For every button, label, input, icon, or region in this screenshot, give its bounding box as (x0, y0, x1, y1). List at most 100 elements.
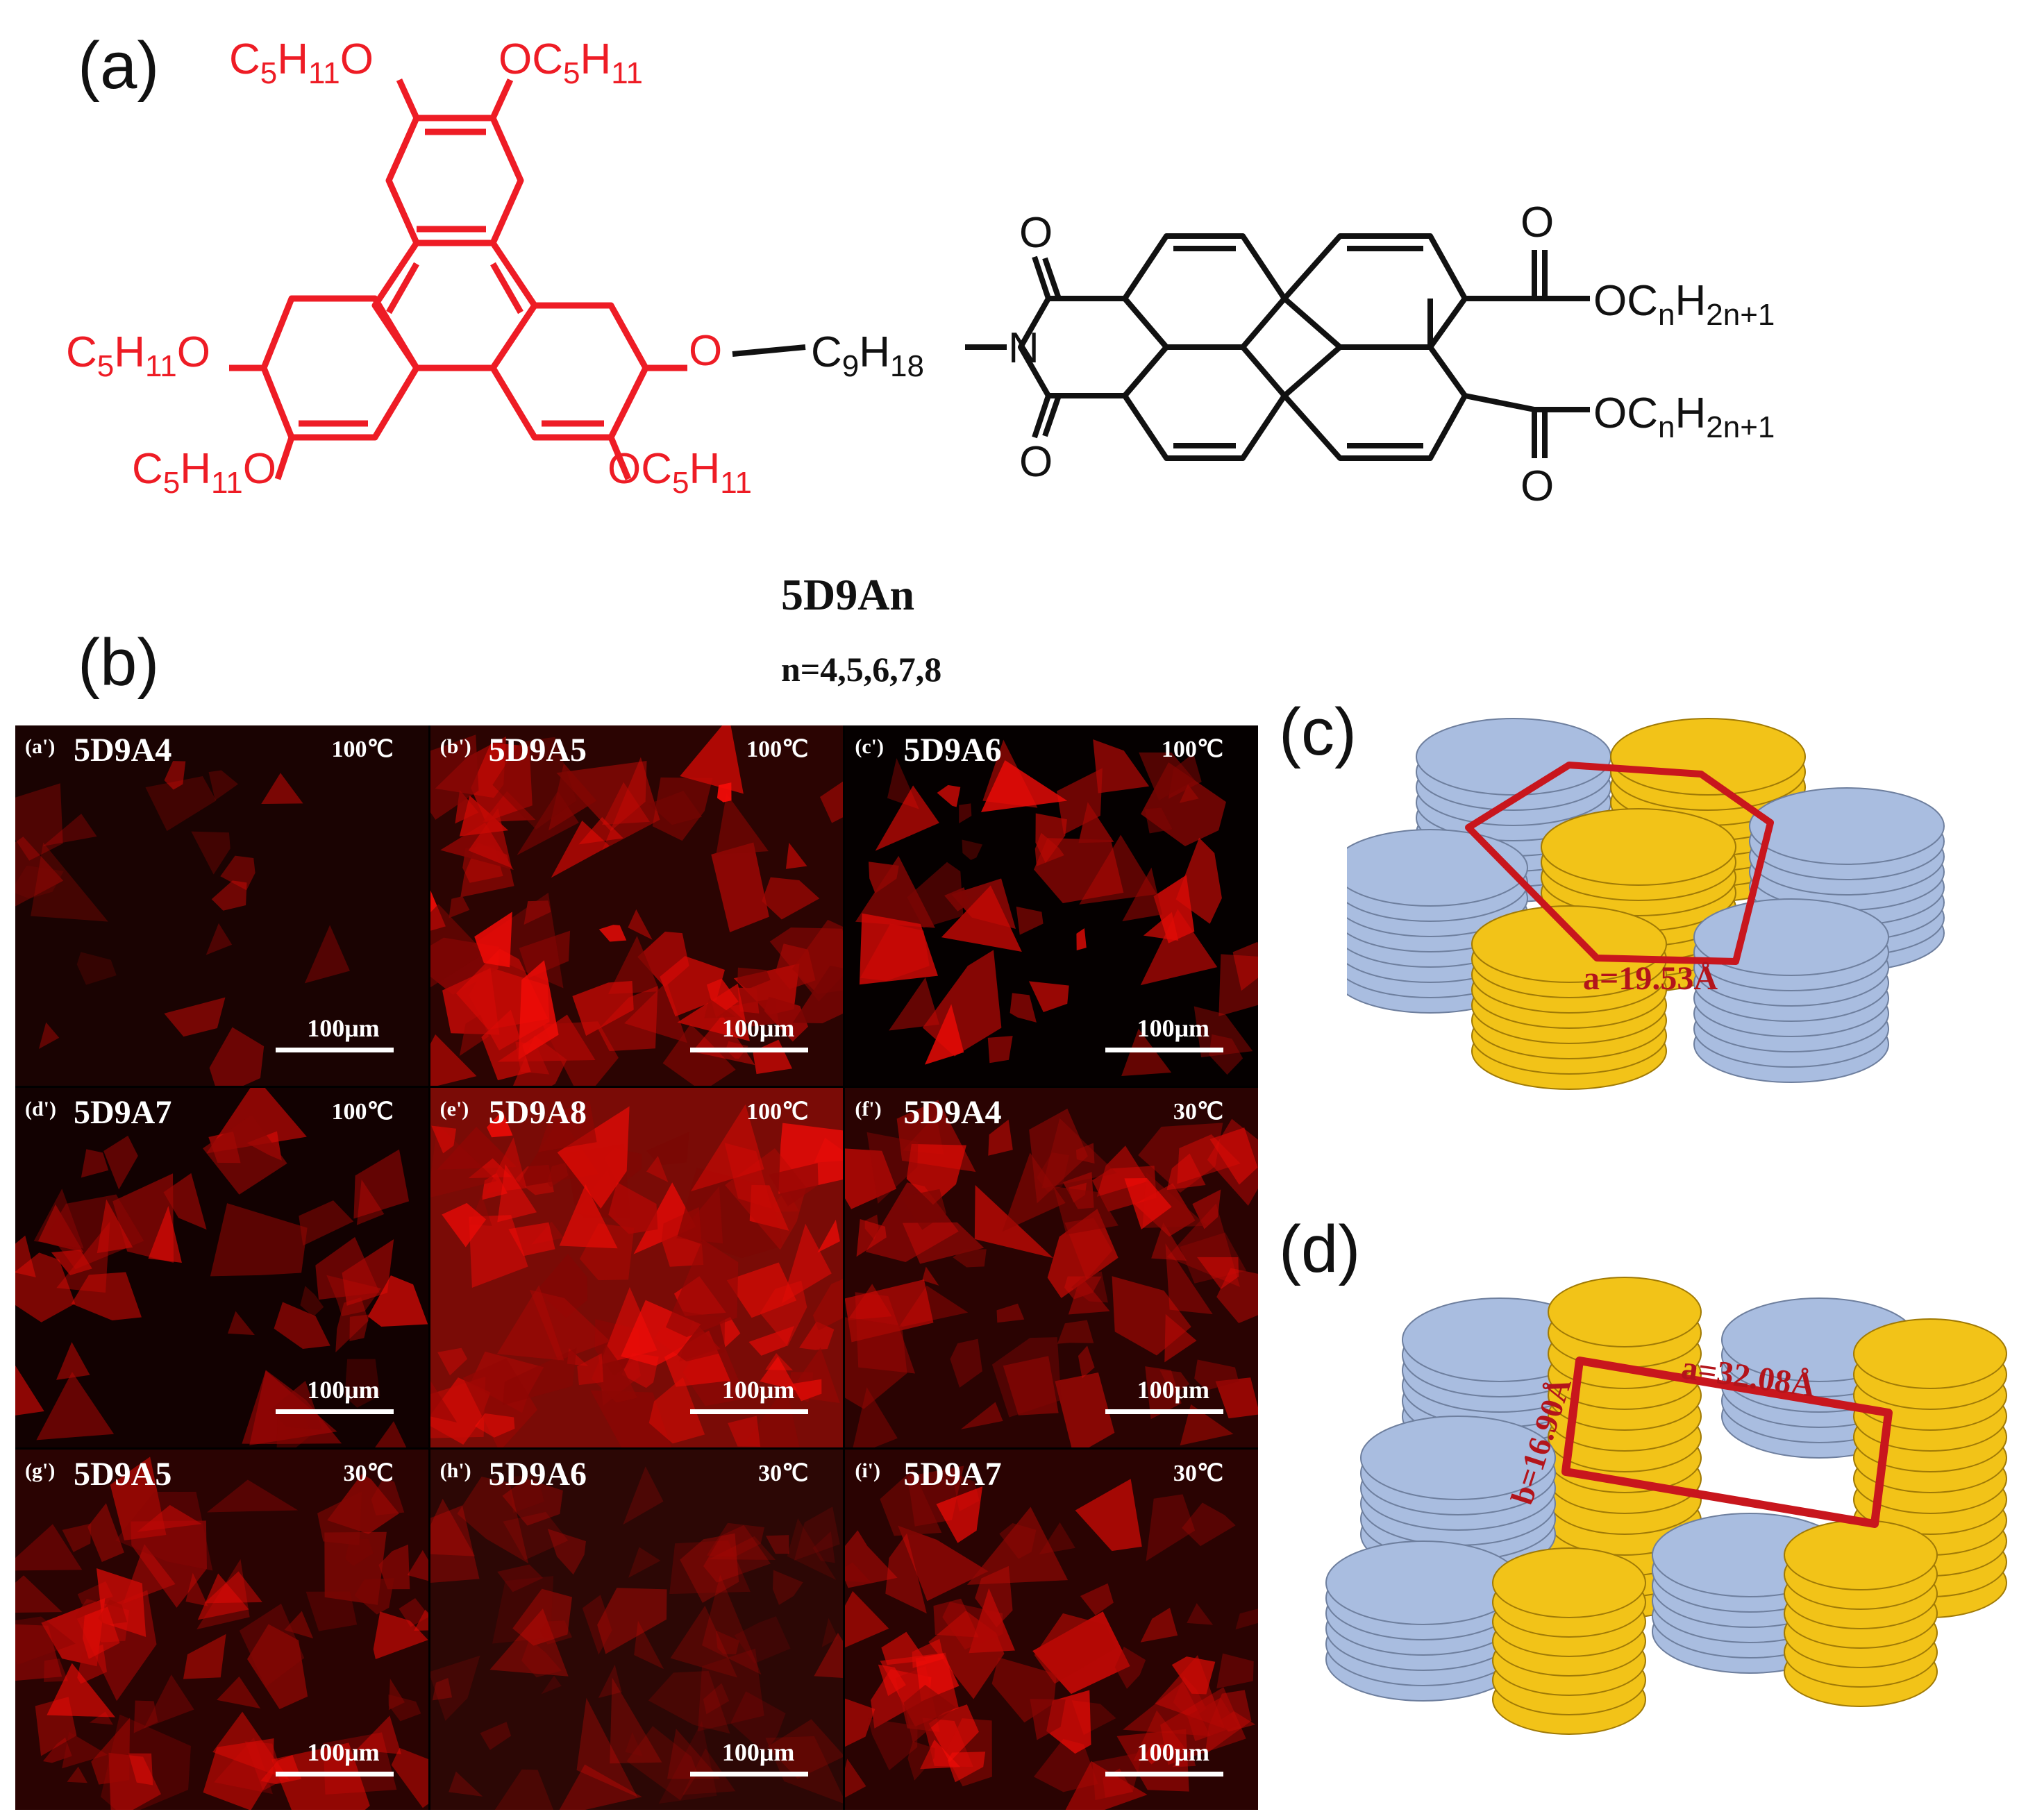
hexagonal-lattice-outline (1465, 762, 1774, 965)
micrograph-temperature: 100℃ (1161, 737, 1223, 762)
molecular-disk (1749, 787, 1945, 865)
micrograph-tile: (g') 5D9A5 30℃ 100μm (15, 1450, 428, 1810)
scale-bar-label: 100μm (1137, 1376, 1209, 1404)
molecular-disk (1416, 718, 1611, 796)
micrograph-sample-name: 5D9A6 (903, 732, 1002, 769)
micrograph-sample-name: 5D9A4 (903, 1093, 1002, 1131)
molecular-disk (1784, 1520, 1938, 1590)
micrograph-sample-name: 5D9A6 (488, 1456, 587, 1493)
imide-oxygen-top: O (1019, 209, 1053, 257)
panel-label-c: (c) (1279, 695, 1357, 769)
scale-bar (275, 1772, 394, 1777)
micrograph-sample-name: 5D9A8 (488, 1093, 587, 1131)
molecular-disk (1610, 718, 1806, 796)
spacer-label: C9H18 (811, 328, 924, 383)
molecular-disk (1471, 905, 1667, 983)
molecular-disk (1853, 1318, 2007, 1389)
compound-n-values: n=4,5,6,7,8 (781, 650, 942, 689)
micrograph-index: (c') (855, 735, 884, 758)
scale-bar-label: 100μm (1137, 1738, 1209, 1766)
substituent-mid-left: C5H11O (66, 328, 210, 383)
micrograph-texture (15, 1087, 428, 1448)
micrograph-texture (430, 1466, 844, 1810)
molecular-disk (1360, 1416, 1556, 1500)
molecular-disk (1492, 1547, 1646, 1618)
panel-label-b: (b) (78, 625, 160, 700)
molecular-disk (1693, 898, 1889, 976)
structure-diagram (229, 78, 1590, 480)
scale-bar-label: 100μm (307, 1014, 380, 1042)
triphenylene-core (229, 78, 687, 480)
ester-bottom-label: OCnH2n+1 (1593, 389, 1775, 444)
micrograph-sample-name: 5D9A5 (488, 732, 587, 769)
scale-bar (275, 1409, 394, 1415)
ester-oxygen-bottom: O (1521, 462, 1555, 510)
scale-bar-label: 100μm (721, 1738, 795, 1766)
substituent-top-right: OC5H11 (499, 35, 643, 90)
scale-bar-label: 100μm (721, 1014, 795, 1042)
panel-label-d: (d) (1279, 1212, 1361, 1286)
micrograph-texture (430, 725, 844, 1086)
micrograph-tile: (b') 5D9A5 100℃ 100μm (430, 725, 844, 1086)
ester-oxygen-top: O (1521, 199, 1555, 246)
lattice-c-label: a=19.53Å (1583, 960, 1718, 997)
micrograph-temperature: 100℃ (746, 1098, 809, 1125)
micrograph-temperature: 100℃ (331, 1098, 394, 1125)
scale-bar (1105, 1772, 1223, 1777)
micrograph-index: (h') (439, 1459, 471, 1483)
scale-bar (690, 1409, 809, 1415)
micrograph-temperature: 100℃ (746, 737, 809, 762)
micrograph-tile: (c') 5D9A6 100℃ 100μm (845, 725, 1258, 1086)
panel-label-a: (a) (78, 28, 160, 103)
imide-oxygen-bottom: O (1019, 438, 1053, 486)
ester-top-label: OCnH2n+1 (1593, 277, 1775, 332)
micrograph-tile: (h') 5D9A6 30℃ 100μm (430, 1450, 844, 1810)
scale-bar-label: 100μm (307, 1738, 380, 1766)
micrograph-index: (e') (439, 1097, 469, 1120)
micrograph-texture (845, 1100, 1258, 1448)
micrograph-index: (b') (439, 735, 471, 758)
micrograph-tile: (e') 5D9A8 100℃ 100μm (430, 1087, 844, 1448)
substituent-bottom-left: C5H11O (132, 445, 276, 500)
micrograph-temperature: 100℃ (331, 737, 394, 762)
micrograph-temperature: 30℃ (343, 1461, 394, 1487)
micrograph-index: (i') (855, 1459, 880, 1483)
micrograph-tile: (a') 5D9A4 100℃ 100μm (15, 725, 428, 1086)
micrograph-sample-name: 5D9A4 (74, 732, 172, 769)
micrograph-sample-name: 5D9A7 (74, 1093, 172, 1131)
micrograph-texture (15, 1456, 428, 1810)
scale-bar-label: 100μm (721, 1376, 795, 1404)
molecular-disk (1347, 829, 1528, 907)
scale-bar-label: 100μm (1137, 1014, 1209, 1042)
molecular-disk (1548, 1277, 1702, 1347)
hexagonal-lattice-diagram: a=19.53Å (1347, 718, 1945, 1090)
micrograph-temperature: 30℃ (1173, 1461, 1223, 1487)
substituent-top-left: C5H11O (229, 35, 374, 90)
scale-bar (690, 1047, 809, 1052)
scale-bar (275, 1047, 394, 1052)
micrograph-texture (430, 1100, 844, 1448)
micrograph-sample-name: 5D9A7 (903, 1456, 1002, 1493)
scale-bar-label: 100μm (307, 1376, 380, 1404)
micrograph-sample-name: 5D9A5 (74, 1456, 172, 1493)
micrograph-index: (a') (25, 735, 56, 758)
linker-oxygen: O (689, 327, 723, 375)
molecular-disk (1541, 808, 1736, 886)
molecular-disk (1325, 1540, 1521, 1625)
perylene-core (732, 233, 1590, 461)
micrograph-index: (f') (855, 1097, 882, 1120)
rectangular-lattice-diagram: a=32.08Å b=16.90Å (1325, 1277, 2007, 1735)
micrograph-texture (845, 1466, 1258, 1810)
micrograph-texture (15, 761, 350, 1086)
micrograph-tile: (i') 5D9A7 30℃ 100μm (845, 1450, 1258, 1810)
micrograph-index: (d') (25, 1097, 56, 1120)
micrograph-temperature: 30℃ (758, 1461, 809, 1487)
scale-bar (1105, 1047, 1223, 1052)
micrograph-index: (g') (25, 1459, 56, 1483)
micrograph-tile: (d') 5D9A7 100℃ 100μm (15, 1087, 428, 1448)
rectangular-lattice-outline (1561, 1357, 1893, 1528)
micrograph-texture (855, 739, 1258, 1076)
substituent-bottom-right: OC5H11 (608, 445, 752, 500)
